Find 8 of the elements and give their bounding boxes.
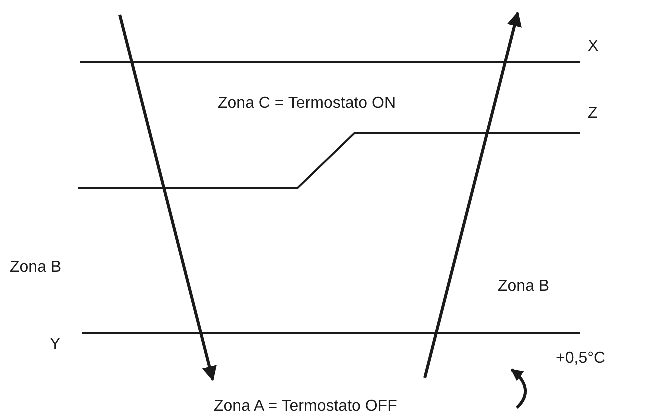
- level-label: Z: [588, 105, 598, 123]
- level-label: Y: [50, 336, 61, 354]
- level-label: X: [588, 38, 599, 56]
- zone-label: Zona B: [498, 278, 550, 296]
- zone-label: Zona B: [10, 259, 62, 277]
- temperature-offset-label: +0,5°C: [556, 350, 606, 368]
- zone-label: Zona A = Termostato OFF: [214, 398, 398, 416]
- zone-label: Zona C = Termostato ON: [218, 95, 396, 113]
